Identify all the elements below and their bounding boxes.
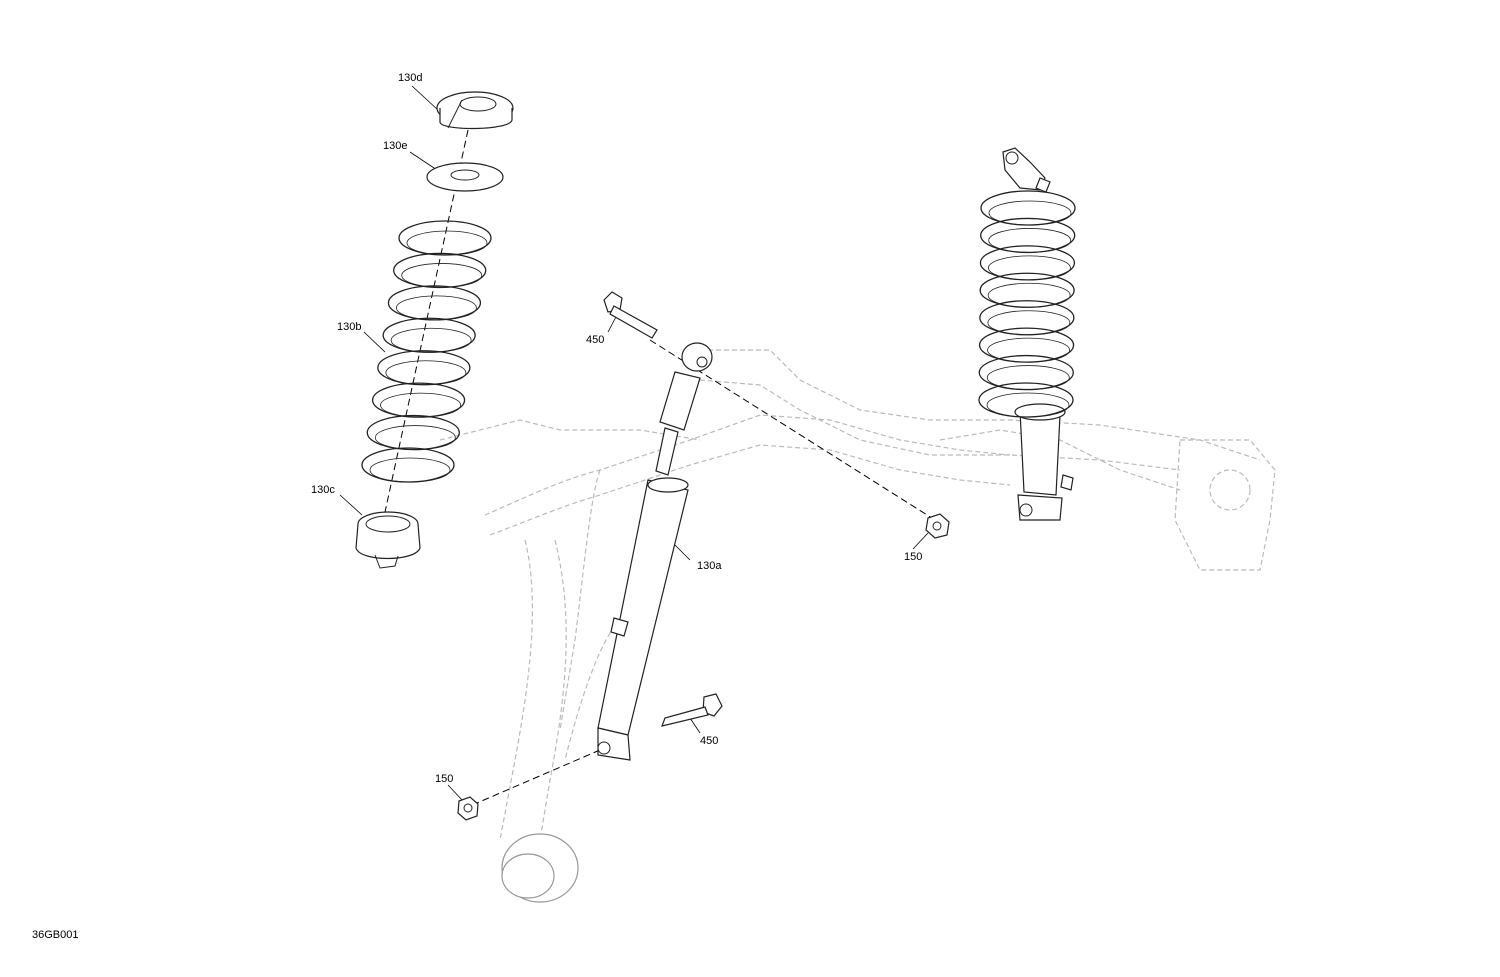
callout-450-top: 450: [586, 334, 605, 346]
left-spring-coil-inner: [385, 360, 467, 386]
nut-150-bottom: [457, 796, 479, 821]
callout-450-bottom: 450: [700, 735, 719, 747]
right-spring-coil-inner: [987, 310, 1071, 336]
right-spring-coil-inner: [988, 255, 1071, 281]
lower-bushing-ghost: [501, 833, 579, 903]
left-spring-coil-inner: [374, 425, 456, 450]
figure-code: 36GB001: [32, 929, 79, 941]
left-spring-coil-inner: [396, 295, 477, 321]
left-spring-coil: [393, 252, 487, 289]
spring-washer-130e: [426, 162, 504, 192]
spring-cap-130d: [436, 91, 514, 130]
right-spring-coil-inner: [988, 228, 1072, 253]
left-spring-coil: [361, 447, 455, 483]
right-spring-coil: [978, 327, 1075, 363]
right-spring-coil: [980, 190, 1076, 226]
right-spring-coil: [979, 300, 1075, 336]
right-spring-coil-inner: [987, 282, 1071, 308]
lower-control-arm-ghost: [439, 349, 1276, 841]
left-spring-coil-inner: [406, 230, 488, 256]
callout-130c: 130c: [311, 484, 335, 496]
left-spring-coil: [366, 414, 460, 451]
left-spring-coil: [382, 317, 476, 353]
right-spring-coil-inner: [986, 392, 1070, 418]
assembled-coilover-spring: [978, 190, 1076, 418]
left-spring-coil: [387, 285, 482, 321]
callout-150-right: 150: [904, 551, 923, 563]
left-spring-coil-inner: [401, 263, 483, 288]
right-spring-coil: [979, 245, 1076, 281]
left-spring-coil-inner: [369, 457, 451, 483]
leader-lines: [339, 85, 929, 801]
right-spring-coil-inner: [988, 200, 1072, 226]
callout-130d: 130d: [398, 72, 423, 84]
callout-130a: 130a: [697, 560, 722, 572]
assembled-coilover: [1002, 147, 1074, 521]
coil-spring-130b: [361, 220, 492, 483]
right-spring-coil-inner: [987, 337, 1070, 363]
nut-150-right: [925, 513, 950, 539]
spring-seat-130c: [355, 511, 421, 569]
left-spring-coil-inner: [380, 392, 461, 418]
shock-absorber-130a: [597, 342, 713, 761]
bolt-450-top: [603, 291, 658, 339]
callout-130b: 130b: [337, 321, 362, 333]
right-spring-coil: [979, 272, 1075, 308]
callout-130e: 130e: [383, 140, 408, 152]
right-spring-coil: [980, 217, 1076, 254]
left-spring-coil-inner: [390, 327, 472, 353]
left-spring-coil: [377, 350, 471, 386]
right-spring-coil: [978, 354, 1074, 391]
left-spring-coil: [371, 382, 466, 418]
right-spring-coil-inner: [986, 365, 1070, 390]
bolt-450-bottom: [661, 693, 723, 727]
callout-150-bottom: 150: [435, 773, 454, 785]
